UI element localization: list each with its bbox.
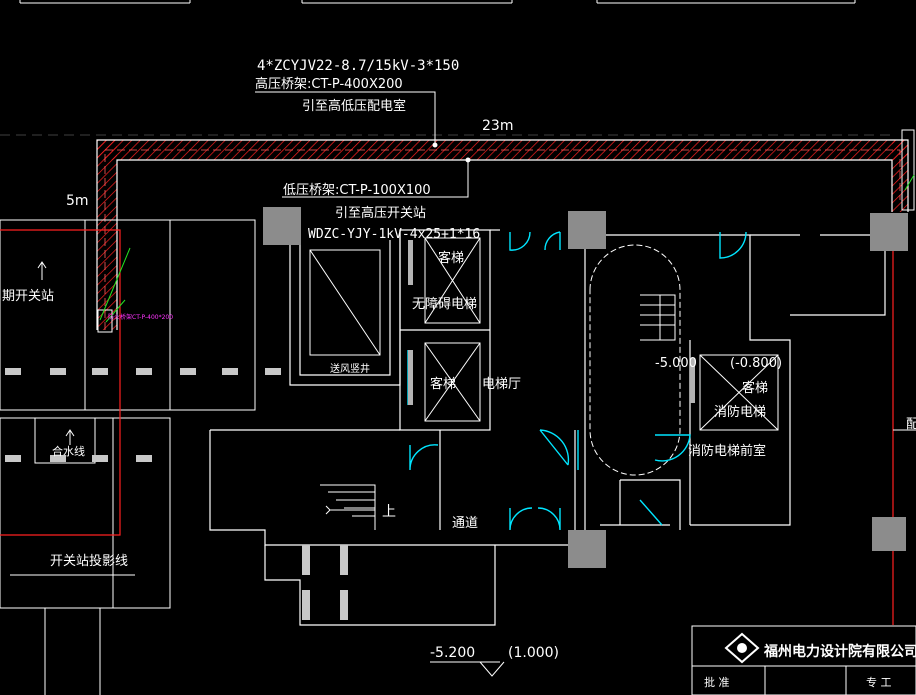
- company-logo: [724, 632, 760, 664]
- building-walls: [209, 225, 886, 626]
- label-elevator-hall: 电梯厅: [482, 377, 521, 392]
- top-border-fragments: [19, 0, 856, 4]
- elevation-b: -5.000: [655, 356, 697, 371]
- label-passage: 通道: [452, 516, 478, 531]
- lv-cable-spec: WDZC-YJY-1kV-4x25+1*16: [308, 227, 480, 242]
- cable-tray-corridor: [96, 139, 909, 330]
- hv-tray-label: 高压桥架:CT-P-400X200: [255, 76, 403, 92]
- stair-core: [589, 244, 681, 476]
- elevation-a-rel: (1.000): [508, 645, 559, 661]
- stair-steps-bottom: [320, 484, 376, 530]
- up-arrows: [37, 261, 75, 445]
- label-passenger-elevator-2: 客梯: [430, 376, 456, 392]
- dashed-bars: [5, 368, 281, 462]
- switch-station-red-outline: [0, 229, 121, 536]
- title-cell-left: 批 准: [704, 675, 730, 689]
- label-fire-elevator: 消防电梯: [714, 404, 766, 420]
- label-shaft: 送风竖井: [330, 362, 370, 375]
- riser-detail: 防火桥架CT-P-400*200: [97, 247, 173, 333]
- title-block: [691, 625, 916, 695]
- title-company: 福州电力设计院有限公司: [763, 643, 916, 660]
- dim-top-length: 23m: [482, 118, 513, 134]
- label-switch-projection: 开关站投影线: [50, 553, 128, 569]
- label-switch-station: 期开关站: [2, 289, 54, 304]
- title-cell-right: 专 工: [866, 675, 892, 689]
- lower-strip: [302, 545, 348, 620]
- elevation-b-rel: (-0.800): [730, 356, 782, 371]
- elevation-marker: [430, 661, 505, 677]
- elevation-a: -5.200: [430, 645, 475, 661]
- structural-columns: [263, 207, 908, 568]
- elevator-shafts: [309, 237, 779, 431]
- doors: [407, 231, 747, 531]
- label-barrier-free-elevator: 无障碍电梯: [412, 297, 477, 312]
- hv-cable-spec: 4*ZCYJV22-8.7/15kV-3*150: [257, 58, 459, 74]
- label-small: 合水线: [52, 444, 85, 458]
- hv-route-label: 引至高低压配电室: [302, 98, 406, 114]
- dim-left-length: 5m: [66, 193, 89, 209]
- tiny-tray-label: 防火桥架CT-P-400*200: [108, 313, 173, 321]
- right-riser: [892, 129, 916, 625]
- lv-route-label: 引至高压开关站: [335, 205, 426, 221]
- leader-lines: [255, 91, 471, 198]
- label-right-edge: 配: [906, 417, 916, 432]
- label-passenger-elevator-1: 客梯: [438, 250, 464, 266]
- lv-tray-label: 低压桥架:CT-P-100X100: [283, 183, 431, 198]
- stair-steps-top: [640, 294, 676, 341]
- label-fire-elevator-lobby: 消防电梯前室: [688, 443, 766, 459]
- door-gray-marks: [408, 240, 695, 405]
- label-passenger-elevator-3: 客梯: [742, 380, 768, 396]
- switch-station-area: [0, 219, 256, 695]
- label-stair-up: 上: [382, 504, 396, 520]
